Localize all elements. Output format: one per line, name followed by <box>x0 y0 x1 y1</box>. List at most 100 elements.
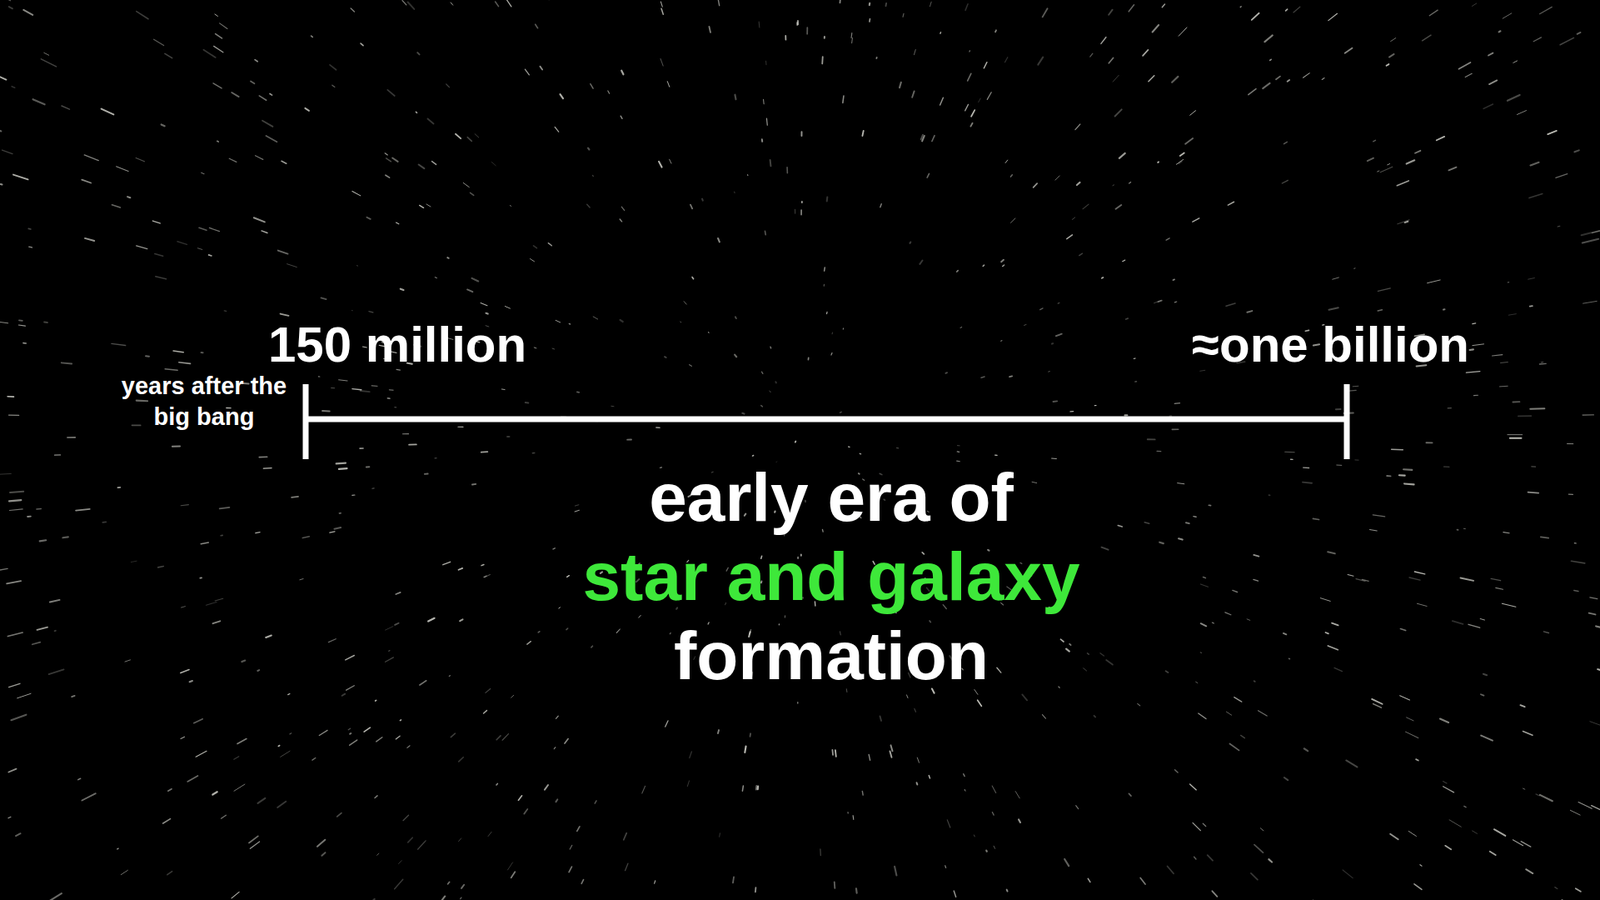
star-streak <box>360 390 370 392</box>
star-streak <box>1335 408 1341 410</box>
star-streak <box>912 90 914 97</box>
star-streak <box>735 316 737 319</box>
star-streak <box>1332 277 1340 280</box>
star-streak <box>839 0 843 3</box>
star-streak <box>299 578 304 580</box>
star-streak <box>1284 141 1288 144</box>
star-streak <box>1024 323 1027 325</box>
star-streak <box>1190 110 1197 116</box>
star-streak <box>1528 492 1540 494</box>
star-streak <box>394 623 399 625</box>
star-streak <box>117 486 120 489</box>
star-streak <box>467 137 472 142</box>
star-streak <box>1414 571 1425 574</box>
star-streak <box>749 732 752 736</box>
star-streak <box>1425 441 1432 444</box>
star-streak <box>1456 528 1458 531</box>
star-streak <box>312 757 316 760</box>
star-streak <box>616 628 620 633</box>
star-streak <box>180 668 190 673</box>
star-streak <box>277 801 286 808</box>
star-streak <box>982 264 984 266</box>
star-streak <box>734 94 736 100</box>
star-streak <box>1399 473 1406 477</box>
star-streak <box>1200 651 1202 653</box>
star-streak <box>1557 225 1561 228</box>
star-streak <box>1192 822 1201 830</box>
end-tick <box>1344 383 1351 459</box>
star-streak <box>1303 466 1310 469</box>
star-streak <box>1069 643 1072 645</box>
star-streak <box>1207 854 1213 860</box>
star-streak <box>742 412 744 415</box>
star-streak <box>1094 715 1097 717</box>
star-streak <box>1483 104 1493 109</box>
star-streak <box>656 426 660 429</box>
star-streak <box>263 467 272 469</box>
star-streak <box>707 331 710 334</box>
star-streak <box>419 680 427 685</box>
star-streak <box>120 869 128 874</box>
star-streak <box>868 19 871 22</box>
star-streak <box>15 832 21 836</box>
star-streak <box>859 453 861 455</box>
star-streak <box>1192 218 1200 222</box>
star-streak <box>1400 695 1411 700</box>
star-streak <box>289 732 292 734</box>
star-streak <box>591 645 594 648</box>
star-streak <box>377 852 379 855</box>
star-streak <box>0 0 10 1</box>
star-streak <box>446 84 450 88</box>
star-streak <box>995 454 997 457</box>
star-streak <box>1021 693 1027 700</box>
star-streak <box>1342 869 1353 878</box>
star-streak <box>349 739 358 745</box>
star-streak <box>1251 872 1258 880</box>
star-streak <box>823 36 826 39</box>
star-streak <box>1328 13 1338 20</box>
star-streak <box>621 206 624 210</box>
star-streak <box>1528 278 1536 280</box>
star-streak <box>806 27 808 35</box>
star-streak <box>1345 759 1357 767</box>
star-streak <box>351 309 354 311</box>
star-streak <box>231 891 240 898</box>
star-streak <box>922 135 925 141</box>
star-streak <box>1372 514 1385 517</box>
star-streak <box>1158 300 1162 303</box>
star-streak <box>569 844 573 849</box>
star-streak <box>27 515 31 518</box>
star-streak <box>0 473 11 475</box>
star-streak <box>1507 281 1509 284</box>
star-streak <box>374 699 378 702</box>
star-streak <box>145 354 150 358</box>
star-streak <box>474 134 479 138</box>
star-streak <box>37 627 48 630</box>
star-streak <box>518 795 522 800</box>
star-streak <box>203 49 215 58</box>
star-streak <box>167 871 173 875</box>
star-streak <box>448 881 450 883</box>
star-streak <box>717 0 719 6</box>
star-streak <box>897 447 899 449</box>
star-streak <box>1529 193 1543 198</box>
star-streak <box>1056 333 1062 337</box>
star-streak <box>1510 437 1522 439</box>
star-streak <box>1051 458 1057 460</box>
star-streak <box>1312 518 1319 519</box>
star-streak <box>1520 841 1531 848</box>
star-streak <box>1582 239 1599 244</box>
star-streak <box>1502 13 1512 19</box>
star-streak <box>862 130 863 136</box>
star-streak <box>10 714 26 721</box>
star-streak <box>1522 787 1525 789</box>
star-streak <box>945 371 948 374</box>
star-streak <box>1443 308 1445 310</box>
star-streak <box>1449 819 1461 827</box>
star-streak <box>117 847 119 849</box>
star-streak <box>78 777 81 779</box>
star-streak <box>794 209 797 215</box>
star-streak <box>1142 49 1148 56</box>
star-streak <box>880 715 883 720</box>
star-streak <box>1064 858 1069 866</box>
